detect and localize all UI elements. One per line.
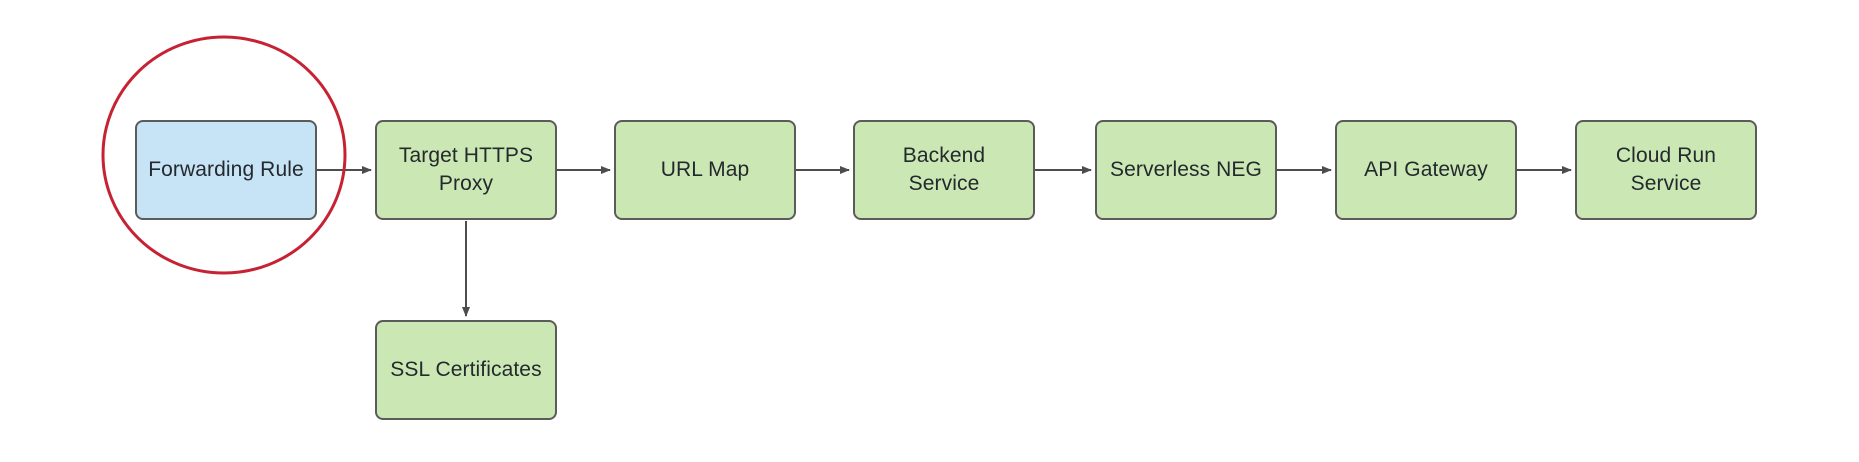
- node-label: Forwarding Rule: [148, 158, 304, 181]
- node-label: Cloud Run Service: [1615, 144, 1717, 195]
- node-url-map[interactable]: URL Map: [614, 120, 796, 220]
- node-label: URL Map: [660, 158, 750, 181]
- node-cloud-run-service[interactable]: Cloud Run Service: [1575, 120, 1757, 220]
- node-serverless-neg[interactable]: Serverless NEG: [1095, 120, 1277, 220]
- node-label: Backend Service: [902, 144, 986, 195]
- node-label: Target HTTPS Proxy: [398, 144, 534, 195]
- node-label: Serverless NEG: [1110, 158, 1262, 181]
- node-ssl-certificates[interactable]: SSL Certificates: [375, 320, 557, 420]
- node-label: SSL Certificates: [390, 358, 542, 381]
- node-backend-service[interactable]: Backend Service: [853, 120, 1035, 220]
- node-api-gateway[interactable]: API Gateway: [1335, 120, 1517, 220]
- node-target-https-proxy[interactable]: Target HTTPS Proxy: [375, 120, 557, 220]
- node-label: API Gateway: [1364, 158, 1488, 181]
- node-forwarding-rule[interactable]: Forwarding Rule: [135, 120, 317, 220]
